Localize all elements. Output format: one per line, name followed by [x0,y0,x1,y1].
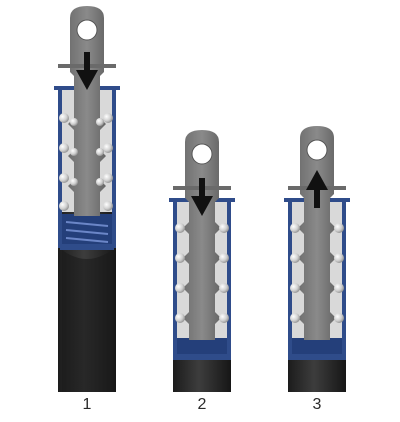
spring-base [290,354,344,360]
step-label-1: 1 [82,396,92,413]
ball [103,113,113,123]
arrow-down-icon [191,178,213,216]
assembly-2 [169,130,235,392]
step-label-3: 3 [312,396,322,413]
ball [290,223,300,233]
ball [219,253,229,263]
ball [96,178,104,186]
shaft-eye-hole [76,19,98,41]
ball [59,173,69,183]
shaft [298,126,336,340]
shaft [68,6,106,216]
ball [70,148,78,156]
step-label-2: 2 [197,396,207,413]
shaft [183,130,221,340]
ball [59,201,69,211]
ball [103,173,113,183]
ball [219,313,229,323]
arrow-down-icon [76,52,98,90]
spring-housing [292,338,342,358]
ball [59,113,69,123]
ball [103,201,113,211]
spring-housing [177,338,227,358]
ball [70,178,78,186]
housing-blue-right [227,200,231,360]
shaft-eye-hole [191,143,213,165]
balls-3 [290,223,344,323]
ball [103,143,113,153]
ball [96,118,104,126]
ball [334,253,344,263]
ball [175,313,185,323]
ball [175,223,185,233]
ball [334,283,344,293]
ball [70,118,78,126]
arrow-up-icon [306,170,328,208]
spring [65,221,109,243]
spring-base [175,354,229,360]
tube-inner-shadow [62,250,112,392]
assembly-1 [54,6,120,392]
ball [334,223,344,233]
ball [290,313,300,323]
spring-base [60,244,114,250]
balls-1 [59,113,113,211]
housing-blue-left [58,88,62,248]
ball [290,283,300,293]
balls-2 [175,223,229,323]
ball [175,253,185,263]
ball [219,223,229,233]
ball [334,313,344,323]
housing-blue-right [342,200,346,360]
assembly-3 [284,126,350,392]
ball [96,148,104,156]
housing-blue-left [173,200,177,360]
ball [175,283,185,293]
housing-blue-left [288,200,292,360]
ball [219,283,229,293]
ball [290,253,300,263]
housing-blue-right [112,88,116,248]
ball [59,143,69,153]
shaft-eye-hole [306,139,328,161]
